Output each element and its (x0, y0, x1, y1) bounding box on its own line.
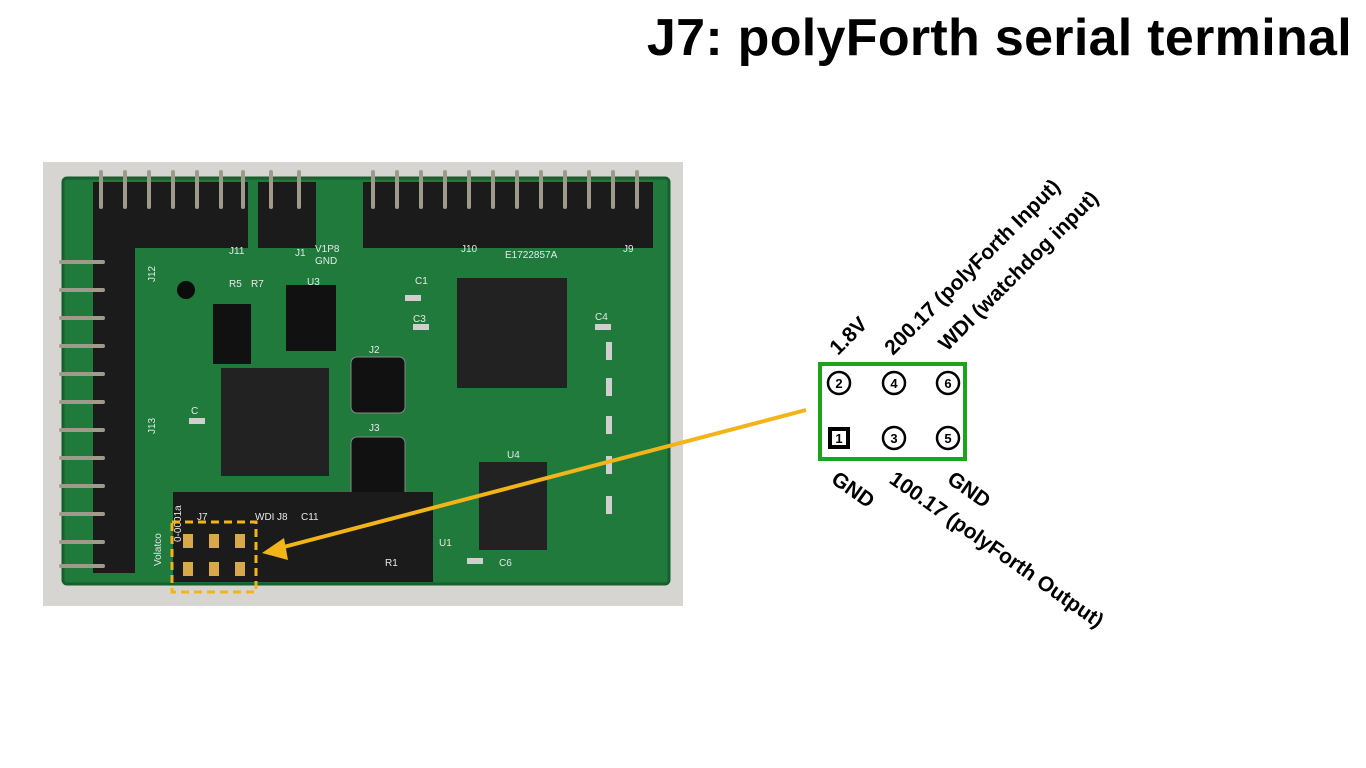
silk-c: C (191, 406, 198, 417)
page-title: J7: polyForth serial terminal (646, 9, 1352, 67)
silk-r1: R1 (385, 558, 398, 569)
silk-u4: U4 (507, 450, 520, 461)
silk-j13: J13 (147, 417, 158, 434)
silk-j1: J1 (295, 248, 306, 259)
chip-u4 (479, 462, 547, 550)
silk-v1p8: V1P8 (315, 244, 340, 255)
arrow-head (262, 538, 288, 560)
pin-2: 2 (826, 370, 852, 396)
pin-6: 6 (935, 370, 961, 396)
label-pin1: GND (827, 467, 878, 513)
callout-arrow (275, 408, 807, 551)
silk-code: E1722857A (505, 250, 558, 261)
silk-j9: J9 (623, 244, 634, 255)
silk-c1: C1 (415, 276, 428, 287)
pin-4: 4 (881, 370, 907, 396)
label-pin2: 1.8V (825, 313, 872, 360)
silk-c11: C11 (301, 512, 319, 523)
silk-j8: J8 (277, 512, 288, 523)
pin-3-number: 3 (890, 431, 897, 446)
silk-gnd: GND (315, 256, 337, 267)
pin-4-number: 4 (890, 376, 898, 391)
silk-j2: J2 (369, 345, 380, 356)
pin-5-number: 5 (944, 431, 951, 446)
silk-u3: U3 (307, 277, 320, 288)
silk-wdi: WDI (255, 512, 274, 523)
silk-u1: U1 (439, 538, 452, 549)
silk-j7: J7 (197, 512, 208, 523)
silk-j10: J10 (461, 244, 478, 255)
silk-r5: R5 (229, 279, 242, 290)
pin-3: 3 (881, 425, 907, 451)
chip-u3 (286, 285, 336, 351)
silk-volatco: Volatco (153, 533, 164, 566)
silk-c6: C6 (499, 558, 512, 569)
silk-c4: C4 (595, 312, 608, 323)
pin-2-number: 2 (835, 376, 842, 391)
chip-large (221, 368, 329, 476)
pin-5: 5 (935, 425, 961, 451)
silk-r7: R7 (251, 279, 264, 290)
left-header (93, 248, 135, 573)
pin-6-number: 6 (944, 376, 951, 391)
chip-right (457, 278, 567, 388)
silk-j3: J3 (369, 423, 380, 434)
board-photo: J11 J1 V1P8 GND J10 E1722857A J9 R5 R7 U… (43, 162, 683, 606)
silk-j11: J11 (229, 246, 245, 257)
pin-1: 1 (828, 427, 850, 449)
pin-1-number: 1 (835, 431, 842, 446)
j7-highlight-box (170, 520, 258, 594)
label-pin3: 100.17 (polyForth Output) (885, 467, 1107, 632)
silk-j12: J12 (147, 265, 158, 282)
silk-c3: C3 (413, 314, 426, 325)
